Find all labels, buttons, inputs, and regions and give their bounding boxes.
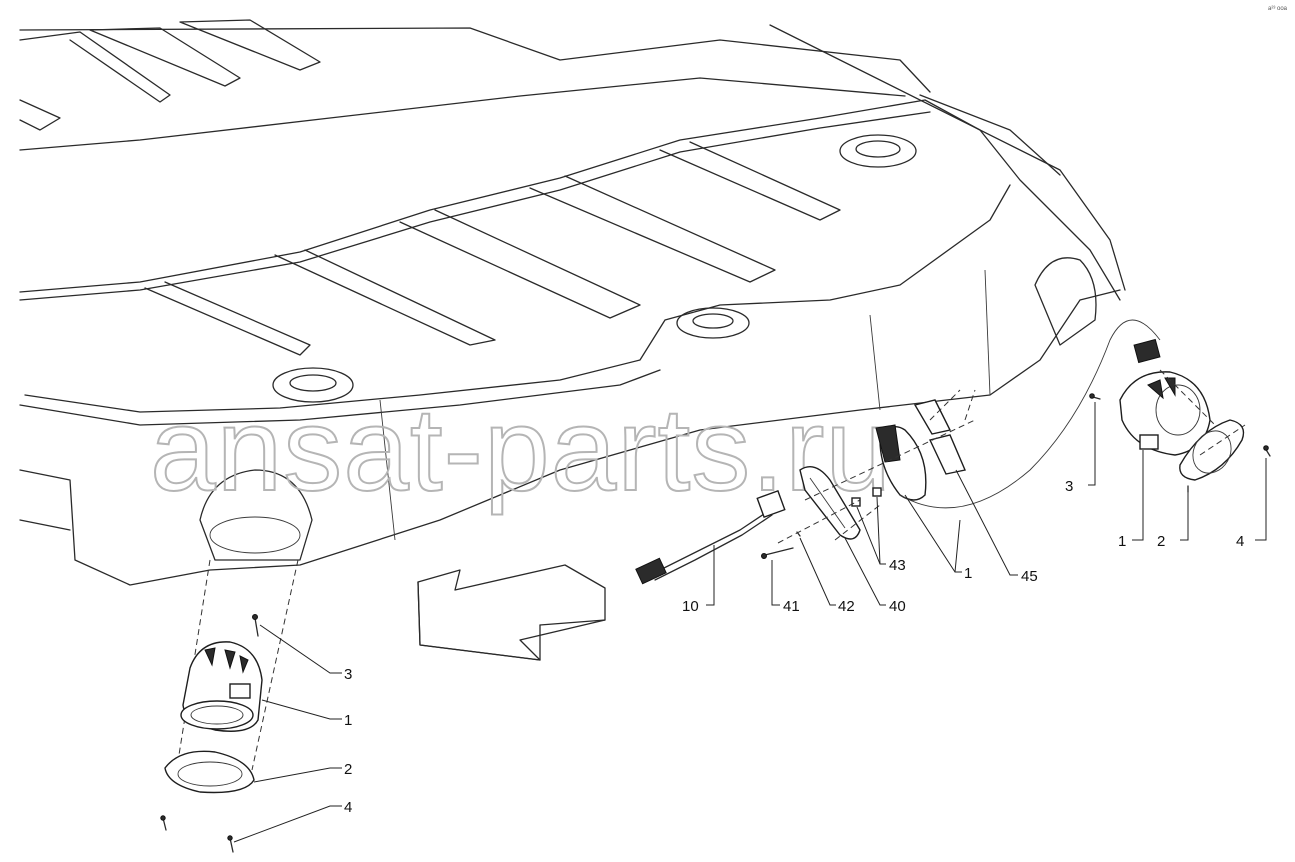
fuel-tank-body — [19, 19, 1126, 586]
callout-mid-40: 40 — [889, 598, 906, 615]
callout-left-3: 3 — [344, 666, 352, 683]
harness-connector-head — [756, 489, 786, 519]
corner-code: a²³ ooa — [1268, 6, 1288, 12]
callout-labels: 3 1 2 4 10 41 42 40 43 1 45 3 1 2 4 — [344, 478, 1244, 816]
callout-right-1: 1 — [1118, 533, 1126, 550]
callout-left-1: 1 — [344, 712, 352, 729]
callout-mid-10: 10 — [682, 598, 699, 615]
right-pump-assembly — [1089, 338, 1271, 493]
callout-mid-1: 1 — [964, 565, 972, 582]
callout-right-2: 2 — [1157, 533, 1165, 550]
harness-connector-end — [635, 557, 667, 585]
callout-mid-45: 45 — [1021, 568, 1038, 585]
right-connector — [1133, 338, 1161, 364]
callout-mid-42: 42 — [838, 598, 855, 615]
callout-left-2: 2 — [344, 761, 352, 778]
callout-mid-43: 43 — [889, 557, 906, 574]
left-clip — [229, 683, 251, 699]
watermark-text: ansat-parts.ru — [150, 384, 892, 516]
callout-right-4: 4 — [1236, 533, 1244, 550]
callout-mid-41: 41 — [783, 598, 800, 615]
callout-right-3: 3 — [1065, 478, 1073, 495]
callout-left-4: 4 — [344, 799, 352, 816]
middle-sender-assembly — [635, 319, 1161, 585]
left-pump-assembly — [160, 559, 299, 853]
direction-arrow — [417, 564, 606, 661]
leader-lines — [233, 402, 1267, 843]
